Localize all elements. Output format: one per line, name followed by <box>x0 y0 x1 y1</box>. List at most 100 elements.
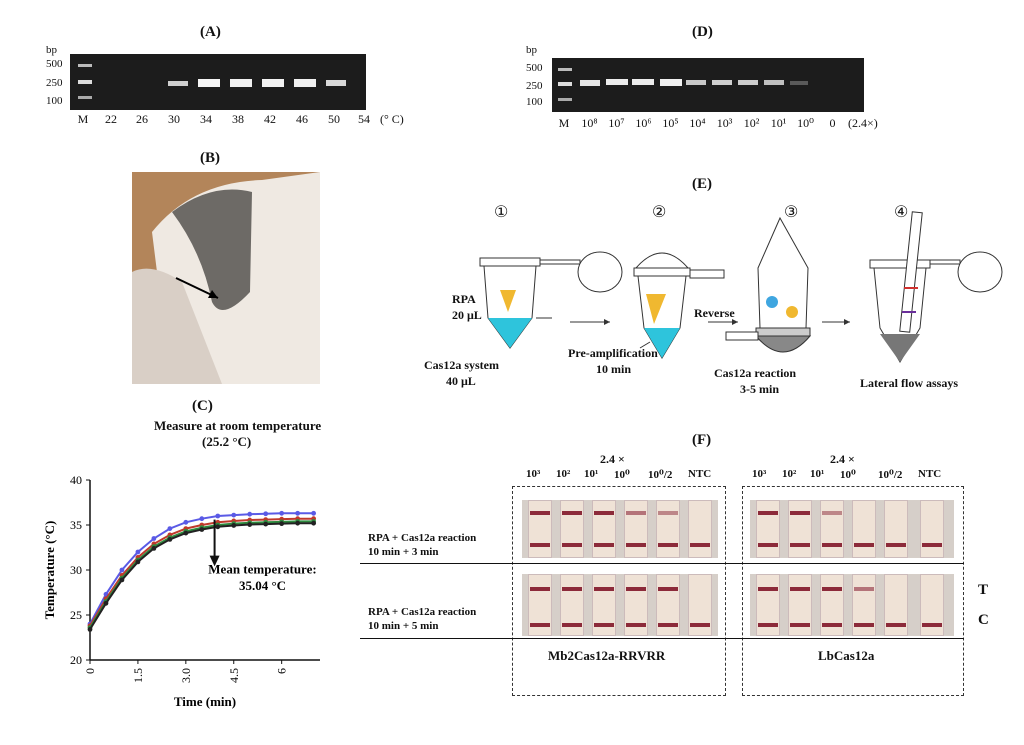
row2-label: RPA + Cas12a reaction <box>368 606 477 618</box>
col-label: 10⁰/2 <box>648 469 673 481</box>
temperature-point <box>311 510 317 516</box>
gel-d-unit: (2.4×) <box>848 116 878 130</box>
gel-d-lane: 0 <box>829 116 836 130</box>
temperature-point <box>231 523 237 528</box>
y-tick-label: 35 <box>70 518 82 532</box>
group2-box <box>742 486 964 696</box>
panel-label-f: (F) <box>692 432 712 448</box>
temperature-point <box>119 577 125 583</box>
gel-a-lane: 54 <box>358 112 370 126</box>
device-photo <box>132 172 320 384</box>
col-label: 10⁰ <box>840 469 856 481</box>
row-divider <box>360 638 964 639</box>
gel-d-lane: 10² <box>743 116 760 130</box>
gel-d-bands <box>558 68 808 101</box>
row-divider <box>360 563 964 564</box>
x-tick-label: 1.5 <box>131 668 145 683</box>
tube-2 <box>633 252 725 359</box>
gel-a-lane-labels: M 22 26 30 34 38 42 46 50 54 (° C) <box>70 112 420 127</box>
gel-a-bands <box>78 64 346 99</box>
temperature-point <box>151 546 157 551</box>
col-label: 10³ <box>526 468 541 480</box>
gel-d-ladder-250: 250 <box>526 80 543 92</box>
panel-label-a: (A) <box>200 24 221 40</box>
group1-name: Mb2Cas12a-RRVRR <box>548 648 666 663</box>
gel-a-lane: 50 <box>328 112 340 126</box>
step-2-marker: ② <box>652 204 667 221</box>
temperature-point <box>279 521 285 527</box>
pre-amplification-label: Pre-amplification <box>568 346 658 360</box>
temperature-point <box>263 511 269 517</box>
reverse-label: Reverse <box>694 306 735 320</box>
gel-a-unit: (° C) <box>380 112 404 126</box>
temperature-point <box>215 524 221 530</box>
y-tick-label: 25 <box>70 608 82 622</box>
y-tick-label: 30 <box>70 563 82 577</box>
group2-concentration-unit: 2.4 × <box>830 452 855 466</box>
gel-d-lane: 10¹ <box>770 116 787 130</box>
temperature-point <box>119 567 125 573</box>
row2-time: 10 min + 5 min <box>368 620 439 632</box>
gel-d-lane: 10⁵ <box>662 116 679 130</box>
gel-a-lane: 22 <box>105 112 117 126</box>
workflow-schematic <box>479 211 1003 363</box>
test-line-label: T <box>978 582 989 598</box>
gel-d-lane: 10⁶ <box>635 116 652 130</box>
rpa-label: RPA <box>452 292 476 306</box>
temperature-point <box>263 521 269 527</box>
group1-concentration-unit: 2.4 × <box>600 452 625 466</box>
row1-time: 10 min + 3 min <box>368 546 439 558</box>
rpa-volume: 20 μL <box>452 308 482 322</box>
chart-title: Measure at room temperature <box>154 418 322 433</box>
gel-d-lane: M <box>558 116 570 130</box>
col-label: 10² <box>556 468 571 480</box>
group2-column-labels: 10³ 10² 10¹ 10⁰ 10⁰/2 NTC <box>752 468 962 481</box>
gel-a-lane: M <box>77 112 89 126</box>
col-label: 10³ <box>752 468 767 480</box>
x-tick-label: 6 <box>275 668 289 674</box>
temperature-point <box>247 511 253 517</box>
gel-d-image <box>552 58 864 112</box>
temperature-point <box>87 627 93 632</box>
col-label: 10¹ <box>810 468 825 480</box>
x-tick-label: 0 <box>83 668 97 674</box>
strips-g1-r1 <box>522 500 718 558</box>
y-axis-label: Temperature (°C) <box>42 521 57 620</box>
group2-name: LbCas12a <box>818 648 875 663</box>
temperature-point <box>135 549 141 555</box>
tube-1 <box>479 251 623 349</box>
gel-d-bp-label: bp <box>526 44 537 56</box>
temperature-point <box>167 537 173 542</box>
cas-system-volume: 40 μL <box>446 374 476 388</box>
gel-a-bp-label: bp <box>46 44 57 56</box>
temperature-point <box>183 519 189 525</box>
gel-a-image <box>70 54 366 110</box>
temperature-point <box>199 516 205 522</box>
group1-box <box>512 486 726 696</box>
strips-g2-r2 <box>750 574 954 636</box>
temperature-point <box>295 510 301 516</box>
col-label: NTC <box>918 468 942 480</box>
temperature-point <box>167 526 173 531</box>
cas-system-label: Cas12a system <box>424 358 499 372</box>
control-line-label: C <box>978 612 989 628</box>
gel-a-ladder-100: 100 <box>46 95 63 107</box>
annotation-value: 35.04 °C <box>239 578 286 593</box>
gel-d-lane: 10⁷ <box>608 116 625 130</box>
panel-label-d: (D) <box>692 24 713 40</box>
pre-amplification-time: 10 min <box>596 362 632 376</box>
tube-4 <box>869 211 1003 363</box>
gel-a-ladder-250: 250 <box>46 77 63 89</box>
gel-d-lane: 10⁰ <box>797 116 814 130</box>
strips-g1-r2 <box>522 574 718 636</box>
temperature-point <box>231 512 237 518</box>
step-1-marker: ① <box>494 204 509 221</box>
gel-d-lane: 10⁴ <box>689 116 706 130</box>
temperature-point <box>247 522 253 527</box>
annotation-arrowhead <box>209 555 220 567</box>
temperature-point <box>103 600 109 606</box>
temperature-point <box>311 520 317 526</box>
gel-a-lane: 30 <box>168 112 180 126</box>
gel-a-lane: 38 <box>232 112 244 126</box>
step-4-marker: ④ <box>894 204 909 221</box>
